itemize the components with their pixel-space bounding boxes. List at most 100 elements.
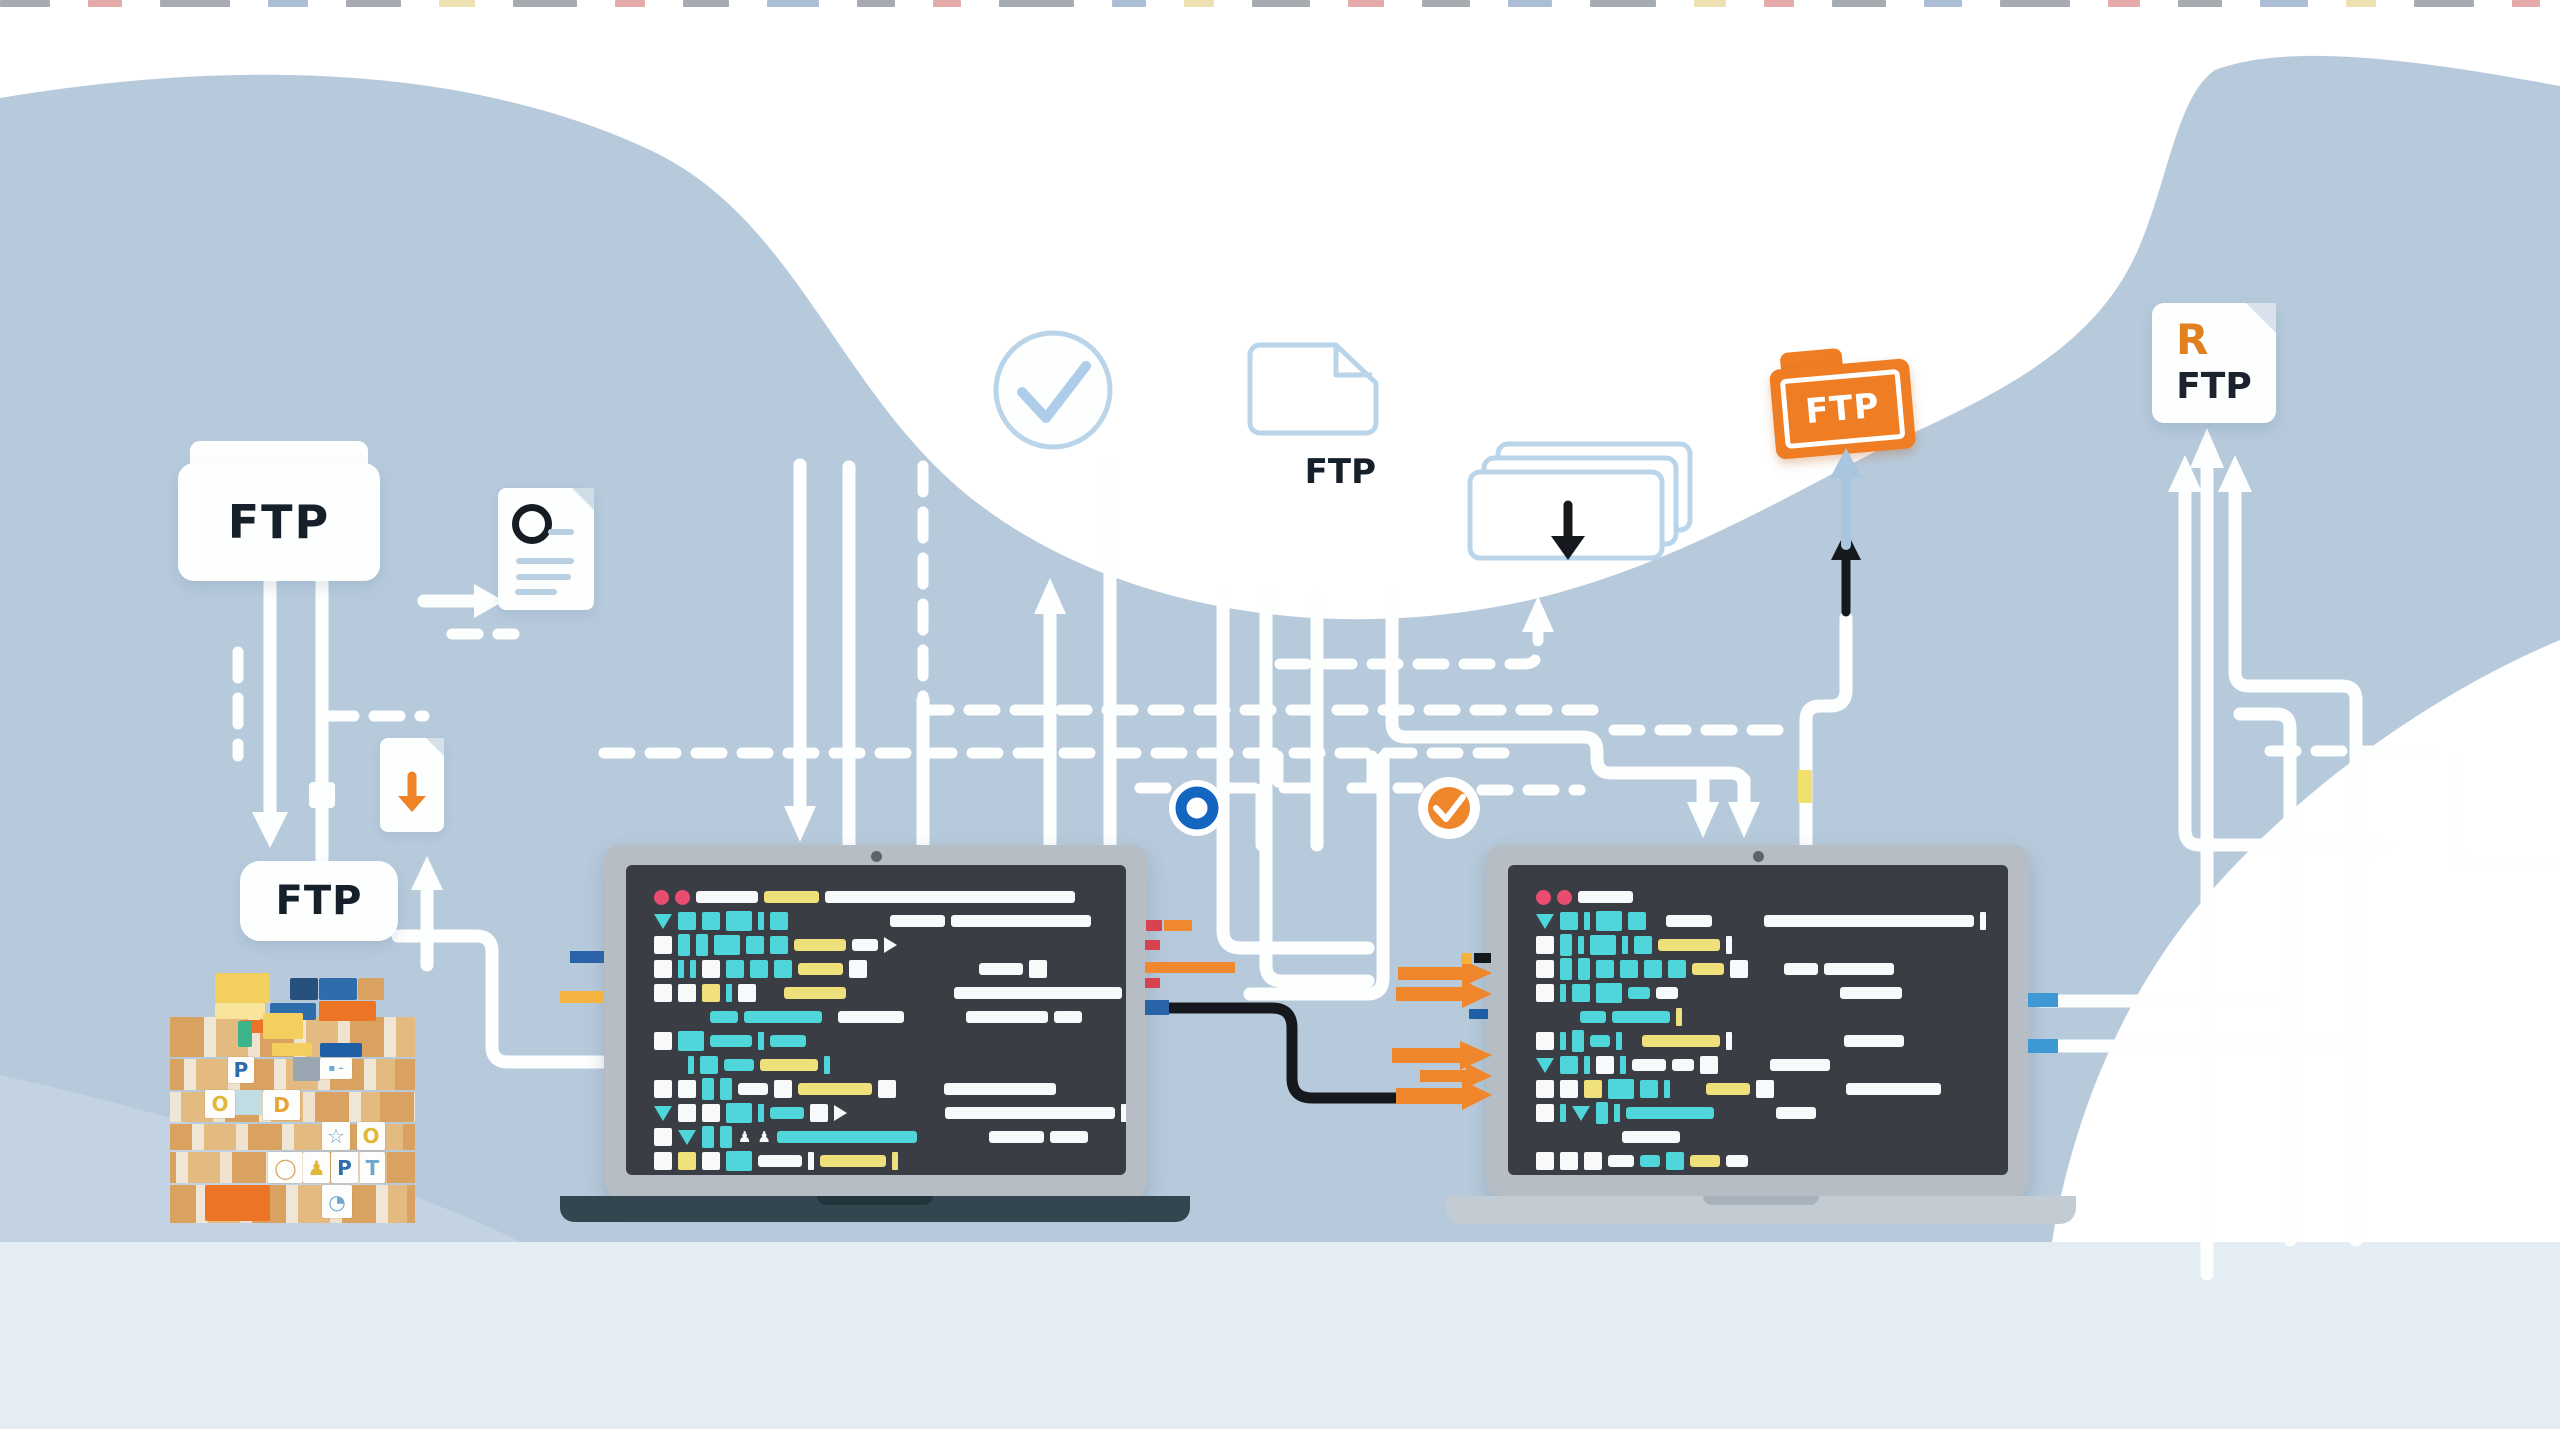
code-token [890,915,945,927]
code-token [1584,1056,1590,1074]
code-token [1536,1152,1554,1170]
code-token [1666,1152,1684,1170]
stack-letter-tile: ☆ [322,1122,350,1150]
code-token [1596,960,1614,978]
code-token [1620,1056,1626,1074]
strip-dash [933,0,961,7]
code-token [1784,963,1818,975]
strip-dash [857,0,895,7]
document-outline-caption: FTP [1304,452,1376,492]
strip-dash [2346,0,2376,7]
code-token [1628,987,1650,999]
code-token [849,960,867,978]
strip-dash [439,0,475,7]
remote-document-r-letter: R [2176,315,2209,364]
remote-document-fold [2246,303,2276,333]
document-circle-glyph [512,504,552,544]
code-token [1846,1083,1941,1095]
code-token [1049,1131,1088,1143]
code-token [825,891,1075,903]
code-token [1572,984,1590,1002]
code-token [1584,1152,1602,1170]
code-token [1536,936,1554,954]
code-token [1612,1011,1670,1023]
code-token [979,963,1023,975]
code-token: ♟ [757,1128,771,1146]
code-token [678,960,684,978]
code-token [852,939,878,951]
code-line [1536,909,2008,933]
code-token [764,891,819,903]
code-line [1536,1149,2008,1173]
code-line [1536,1125,2008,1149]
code-token [1560,934,1572,956]
left-laptop-screen: ♟♟ [626,865,1126,1175]
code-token [774,1080,792,1098]
code-token [1572,1105,1590,1121]
stack-letter-tile: ◔ [322,1185,352,1218]
strip-dash [1348,0,1384,7]
code-token [1844,1035,1904,1047]
code-token [1980,912,1986,930]
code-token [798,1083,872,1095]
code-token [690,960,696,978]
code-token [654,984,672,1002]
code-token [678,984,696,1002]
code-token [1666,915,1712,927]
code-token [966,1011,1048,1023]
code-token [688,1056,694,1074]
right-laptop-base [1446,1196,2076,1224]
strip-dash [1590,0,1656,7]
strip-dash [160,0,230,7]
code-token [1560,958,1572,980]
code-token [1536,889,1551,905]
code-token [1560,1080,1578,1098]
code-token [654,1105,672,1121]
code-line [1536,1029,2008,1053]
code-token [678,912,696,930]
strip-dash [1252,0,1310,7]
strip-dash [1508,0,1552,7]
strip-dash [346,0,401,7]
code-token [1536,960,1554,978]
strip-dash [2178,0,2222,7]
code-token [1634,936,1652,954]
code-token [1622,1131,1680,1143]
bottom-strip [0,1242,2560,1429]
code-token [726,984,732,1002]
stack-block [205,1185,270,1221]
code-token [720,1078,732,1100]
right-laptop-camera [1753,851,1764,862]
stack-block [263,1013,303,1039]
code-token [1730,960,1748,978]
code-token [1536,1032,1554,1050]
code-token [1560,1152,1578,1170]
code-token [1726,1032,1732,1050]
code-token [702,960,720,978]
code-line [1536,1005,2008,1029]
code-token [770,1035,806,1047]
stack-letter-tile: ♟ [303,1152,330,1183]
stack-letter-tile: ◯ [268,1152,303,1183]
code-token [726,1151,752,1171]
code-token [988,1131,1044,1143]
code-token [1658,939,1720,951]
code-token [1692,963,1724,975]
code-token [1054,1011,1082,1023]
strip-dash [2260,0,2308,7]
code-token [1664,1080,1670,1098]
code-token [1656,987,1678,999]
top-edge-color-strip [0,0,2560,8]
code-token [702,1126,714,1148]
stack-block [215,973,270,1003]
code-token [1672,1059,1694,1071]
strip-dash [1924,0,1962,7]
stack-letter-tile: P [228,1057,254,1083]
code-token [1572,1030,1584,1052]
code-token [834,1105,847,1121]
code-token [944,1083,1056,1095]
code-token [710,1035,752,1047]
code-token [1756,1080,1774,1098]
strip-dash [767,0,819,7]
